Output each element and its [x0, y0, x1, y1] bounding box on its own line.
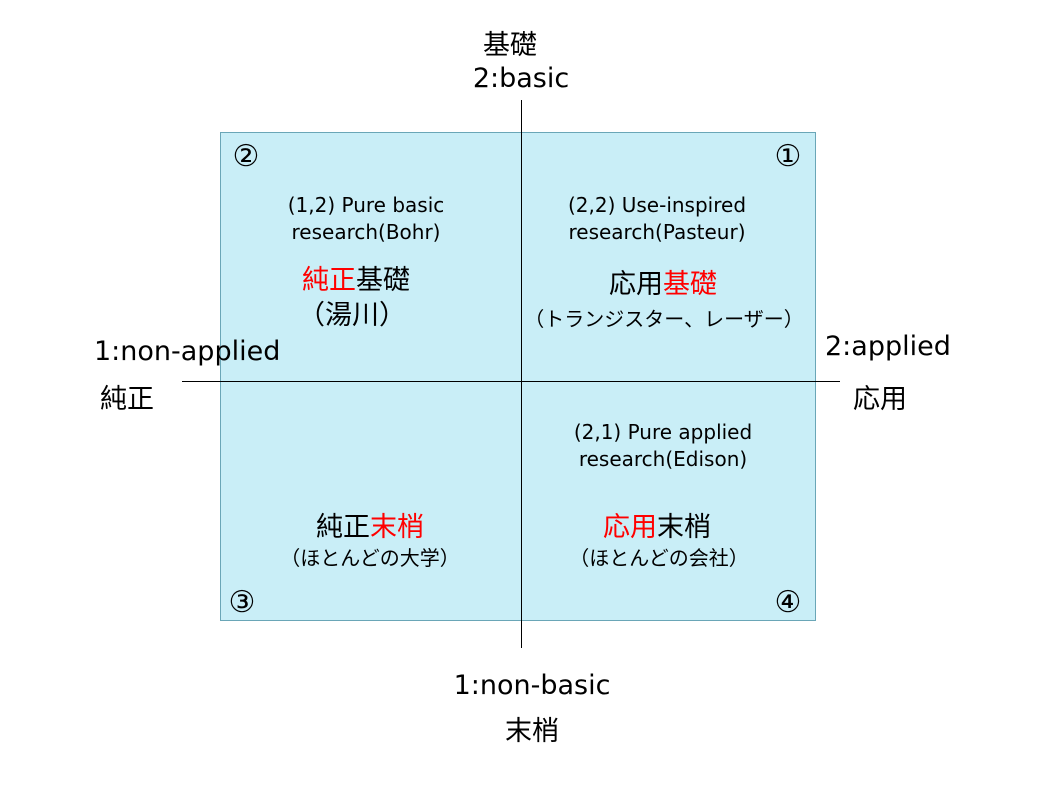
quadrant-main-highlight: 応用 — [603, 512, 657, 543]
quadrant-main-text: 純正 — [316, 512, 370, 543]
quadrant-title: (2,2) Use-inspired research(Pasteur) — [568, 192, 746, 246]
vertical-axis — [521, 100, 522, 648]
quadrant-title-line1: (2,1) Pure applied — [573, 420, 753, 444]
quadrant-main-label: 純正末梢 — [316, 510, 424, 545]
quadrant-number-1: ① — [774, 139, 802, 174]
axis-top-jp-label: 基礎 — [483, 30, 537, 61]
quadrant-number-2: ② — [232, 139, 260, 174]
quadrant-box — [220, 132, 816, 621]
quadrant-main-highlight: 末梢 — [370, 512, 424, 543]
axis-right-en-label: 2:applied — [825, 331, 951, 362]
axis-bottom-en-label: 1:non-basic — [453, 670, 611, 701]
axis-left-en-label: 1:non-applied — [94, 336, 281, 367]
quadrant-title-line1: (2,2) Use-inspired — [567, 193, 747, 217]
quadrant-title: (1,2) Pure basic research(Bohr) — [288, 192, 445, 246]
quadrant-number-4: ④ — [774, 585, 802, 620]
quadrant-number-3: ③ — [228, 585, 256, 620]
quadrant-sub-label: （湯川） — [298, 300, 406, 331]
quadrant-title: (2,1) Pure applied research(Edison) — [574, 419, 752, 473]
quadrant-main-label: 応用末梢 — [603, 510, 711, 545]
quadrant-title-line2: research(Pasteur) — [568, 220, 746, 244]
quadrant-main-text: 応用 — [609, 269, 663, 300]
axis-right-jp-label: 応用 — [853, 384, 907, 415]
quadrant-title-line1: (1,2) Pure basic — [287, 193, 445, 217]
quadrant-main-text: 基礎 — [356, 265, 410, 296]
quadrant-sub-label: （ほとんどの大学） — [280, 546, 460, 570]
quadrant-main-highlight: 基礎 — [663, 269, 717, 300]
axis-top-en-label: 2:basic — [472, 63, 570, 94]
quadrant-sub-label: （ほとんどの会社） — [569, 546, 749, 570]
quadrant-sub-label: （トランジスター、レーザー） — [524, 307, 804, 331]
quadrant-main-text: 末梢 — [657, 512, 711, 543]
quadrant-title-line2: research(Bohr) — [291, 220, 441, 244]
quadrant-main-highlight: 純正 — [302, 265, 356, 296]
horizontal-axis — [182, 381, 840, 382]
axis-bottom-jp-label: 末梢 — [505, 716, 559, 747]
axis-left-jp-label: 純正 — [100, 384, 154, 415]
quadrant-main-label: 応用基礎 — [609, 267, 717, 302]
quadrant-main-label: 純正基礎 — [302, 263, 410, 298]
quadrant-title-line2: research(Edison) — [578, 447, 748, 471]
